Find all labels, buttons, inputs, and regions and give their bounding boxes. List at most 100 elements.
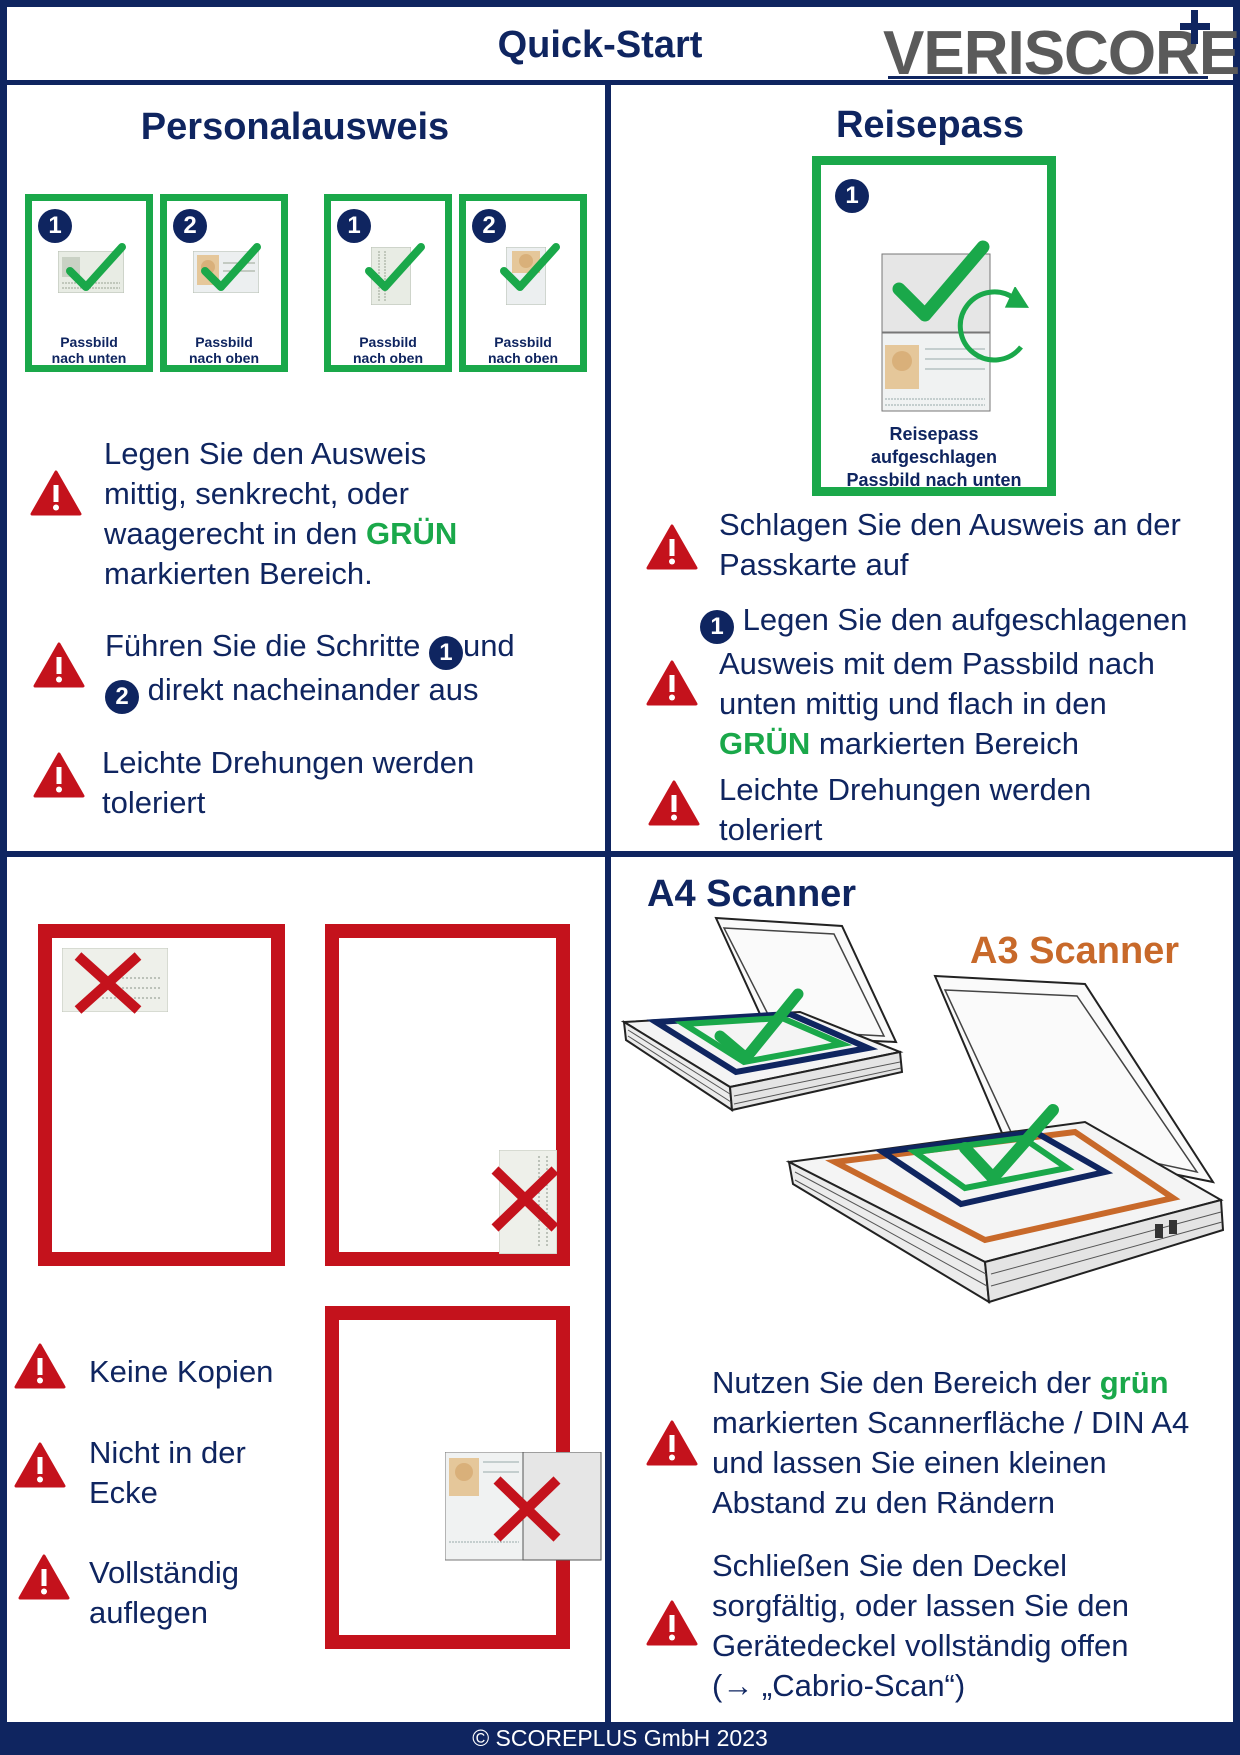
cross-icon	[74, 952, 142, 1014]
passport-caption-line3: Passbild nach unten	[846, 470, 1022, 490]
note-line: 2 direkt nacheinander aus	[105, 670, 600, 714]
border-left	[0, 0, 7, 1755]
note-text: markierten Bereich	[810, 726, 1080, 761]
card-caption-line2: nach unten	[51, 350, 127, 366]
note-line: Ausweis mit dem Passbild nach	[719, 646, 1155, 681]
reisepass-title: Reisepass	[835, 104, 1024, 146]
rotate-arrow-icon	[957, 287, 1030, 363]
rp-note-rotation: Leichte Drehungen werden toleriert	[719, 770, 1229, 850]
header-divider	[0, 80, 1240, 85]
step-number-badge: 1	[428, 636, 463, 670]
step-number-badge: 2	[472, 209, 506, 243]
scanner-note-lid: Schließen Sie den Deckel sorgfältig, ode…	[712, 1546, 1232, 1706]
warning-icon	[18, 1554, 70, 1600]
wrong-placement-incomplete	[325, 1306, 602, 1649]
pa-note-rotation: Leichte Drehungen werden toleriert	[102, 743, 597, 823]
step-number-badge: 1	[700, 610, 734, 644]
note-line: Passkarte auf	[719, 547, 909, 582]
middle-divider	[0, 851, 1240, 857]
checkmark-icon	[66, 243, 126, 291]
checkmark-icon	[201, 243, 261, 291]
a4-scanner-icon	[620, 916, 904, 1112]
veriscore-logo: VERISCORE	[878, 6, 1240, 86]
note-line: toleriert	[102, 785, 206, 820]
note-text: Legen Sie den aufgeschlagenen	[734, 602, 1188, 637]
step-number-badge: 1	[337, 209, 371, 243]
note-text: Führen Sie die Schritte	[105, 628, 429, 663]
checkmark-icon	[892, 240, 990, 322]
step-number-badge: 1	[835, 179, 869, 213]
warning-icon	[648, 780, 700, 826]
pa-note-placement: Legen Sie den Ausweis mittig, senkrecht,…	[104, 434, 599, 594]
warning-icon	[14, 1343, 66, 1389]
wrong-note-corner: Nicht in der Ecke	[89, 1433, 309, 1513]
border-top	[0, 0, 1240, 7]
a4-scanner-title: A4 Scanner	[647, 873, 857, 915]
cross-icon	[493, 1476, 561, 1542]
scanner-note-area: Nutzen Sie den Bereich der grün markiert…	[712, 1363, 1232, 1523]
note-line: Leichte Drehungen werden	[719, 772, 1092, 807]
a3-scanner-icon	[785, 974, 1225, 1304]
cross-icon	[491, 1166, 559, 1232]
card-caption-line1: Passbild	[195, 334, 253, 350]
warning-icon	[30, 470, 82, 516]
center-divider	[605, 85, 611, 1725]
green-highlight: GRÜN	[365, 516, 458, 551]
note-line: Gerätedeckel vollständig offen	[712, 1628, 1129, 1663]
green-highlight: grün	[1099, 1365, 1169, 1400]
checkmark-icon	[365, 243, 425, 291]
note-line: Vollständig	[89, 1555, 239, 1590]
id-card-step-2-front: 2 Passbild nach oben	[160, 194, 288, 372]
wrong-placement-corner-top	[38, 924, 285, 1266]
checkmark-icon	[500, 243, 560, 291]
note-text: direkt nacheinander aus	[139, 672, 479, 707]
note-line: Nutzen Sie den Bereich der grün	[712, 1363, 1232, 1403]
logo-text: VERISCORE	[883, 19, 1240, 88]
wrong-note-copies: Keine Kopien	[89, 1354, 274, 1389]
note-line: toleriert	[719, 812, 823, 847]
step-number-badge: 1	[38, 209, 72, 243]
card-caption-line2: nach oben	[188, 350, 259, 366]
note-line: mittig, senkrecht, oder	[104, 476, 409, 511]
warning-icon	[14, 1442, 66, 1488]
note-line: Schließen Sie den Deckel	[712, 1548, 1067, 1583]
passport-placement-frame: 1 Reisepass aufgeschlagen Passbild nach …	[812, 156, 1056, 496]
note-text: Nutzen Sie den Bereich der	[712, 1365, 1100, 1400]
note-line: 1 Legen Sie den aufgeschlagenen	[700, 600, 1235, 644]
card-caption-line1: Passbild	[359, 334, 417, 350]
green-highlight: GRÜN	[719, 726, 811, 761]
warning-icon	[646, 1420, 698, 1466]
id-card-step-1-portrait: 1 Passbild nach oben	[324, 194, 452, 372]
note-line: Legen Sie den Ausweis	[104, 436, 427, 471]
warning-icon	[33, 752, 85, 798]
warning-icon	[646, 660, 698, 706]
passport-caption-line2: aufgeschlagen	[870, 447, 998, 467]
border-right	[1233, 0, 1240, 1755]
rp-note-open: Schlagen Sie den Ausweis an der Passkart…	[719, 505, 1229, 585]
wrong-placement-corner-bottom	[325, 924, 570, 1266]
step-number-badge: 2	[173, 209, 207, 243]
card-caption-line2: nach oben	[487, 350, 558, 366]
a3-scanner-title: A3 Scanner	[970, 930, 1180, 972]
note-line: Leichte Drehungen werden	[102, 745, 475, 780]
note-line: markierten Bereich.	[104, 556, 373, 591]
note-line: sorgfältig, oder lassen Sie den	[712, 1588, 1130, 1623]
note-line: (→ „Cabrio-Scan“)	[712, 1668, 966, 1703]
warning-icon	[33, 642, 85, 688]
card-caption-line1: Passbild	[494, 334, 552, 350]
warning-icon	[646, 1600, 698, 1646]
rp-note-placement: 1 Legen Sie den aufgeschlagenen Ausweis …	[700, 600, 1235, 764]
note-line: waagerecht in den GRÜN	[104, 514, 599, 554]
note-line: Ecke	[89, 1475, 158, 1510]
note-text: und	[462, 628, 515, 663]
card-caption-line2: nach oben	[352, 350, 423, 366]
note-line: Abstand zu den Rändern	[712, 1485, 1055, 1520]
logo-plus-icon	[1180, 10, 1210, 44]
id-card-step-1-front: 1 Passbild nach unten	[25, 194, 153, 372]
note-line: Schlagen Sie den Ausweis an der	[719, 507, 1181, 542]
note-line: GRÜN markierten Bereich	[700, 724, 1235, 764]
note-line: markierten Scannerfläche / DIN A4	[712, 1405, 1190, 1440]
